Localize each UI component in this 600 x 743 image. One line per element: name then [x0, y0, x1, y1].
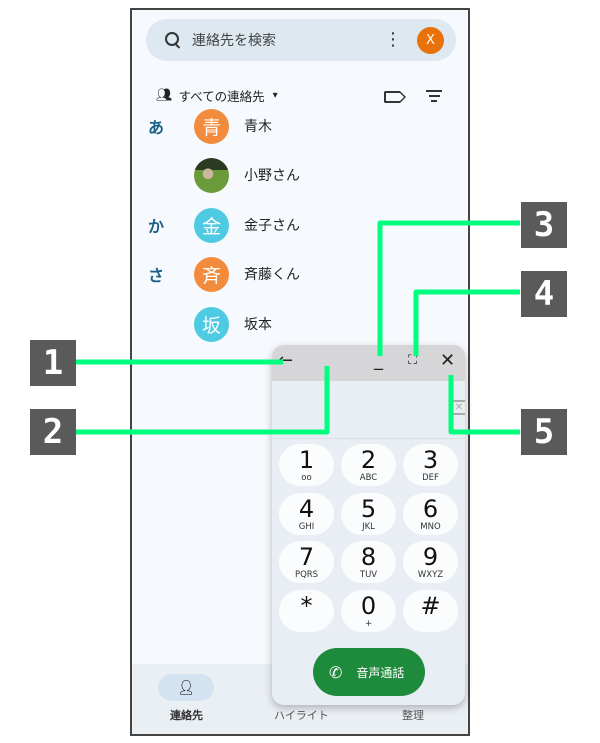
- phone-icon: ✆: [329, 662, 343, 682]
- contact-name: 小野さん: [244, 168, 300, 184]
- callout-line-5: [448, 375, 520, 435]
- nav-contacts-button[interactable]: 👤︎: [158, 674, 214, 701]
- callout-badge-3: 3: [521, 202, 567, 248]
- callout-badge-5: 5: [521, 409, 567, 455]
- key-letters: TUV: [359, 570, 378, 580]
- callout-badge-2: 2: [30, 409, 76, 455]
- contact-list-item[interactable]: 坂坂本: [132, 304, 468, 344]
- dialpad-key-#[interactable]: #: [403, 589, 458, 632]
- nav-organize-label[interactable]: 整理: [402, 709, 424, 722]
- contact-name: 坂本: [244, 317, 272, 333]
- index-letter: あ: [148, 118, 165, 137]
- key-digit: 1: [298, 446, 315, 474]
- search-bar[interactable]: 連絡先を検索 ⋮ X: [146, 19, 456, 61]
- key-digit: *: [300, 591, 313, 620]
- search-icon: [164, 31, 182, 49]
- account-avatar[interactable]: X: [417, 26, 444, 54]
- people-icon: 👥︎: [156, 88, 173, 103]
- minimize-icon[interactable]: _: [374, 350, 383, 371]
- key-digit: #: [420, 591, 441, 620]
- voice-call-label: 音声通話: [356, 665, 405, 680]
- fullscreen-icon[interactable]: ⛶: [408, 353, 418, 368]
- back-arrow-icon[interactable]: ←: [278, 350, 294, 371]
- dialer-title-bar[interactable]: ← _ ⛶ ✕: [272, 345, 465, 381]
- key-digit: 8: [360, 543, 377, 571]
- person-icon: 👤︎: [177, 679, 195, 696]
- key-digit: 7: [298, 543, 315, 571]
- key-letters: ABC: [359, 473, 378, 483]
- search-input[interactable]: 連絡先を検索: [192, 33, 276, 49]
- contact-avatar: 坂: [194, 306, 229, 342]
- index-letter: か: [148, 217, 165, 236]
- key-letters: GHI: [298, 521, 315, 532]
- nav-highlights-label[interactable]: ハイライト: [274, 709, 329, 722]
- filter-label: すべての連絡先: [178, 89, 265, 104]
- contact-list-item[interactable]: 小野さん: [132, 155, 468, 195]
- contact-name: 青木: [244, 119, 272, 135]
- contact-avatar: 斉: [194, 256, 229, 292]
- label-icon[interactable]: [384, 91, 406, 103]
- key-letters: WXYZ: [417, 570, 444, 580]
- key-digit: 4: [298, 494, 315, 523]
- contact-list-item[interactable]: あ 青青木: [132, 106, 468, 146]
- contact-photo: [194, 157, 229, 193]
- key-digit: 3: [422, 446, 439, 474]
- more-options-icon[interactable]: ⋮: [384, 29, 402, 50]
- chevron-down-icon: ▾: [272, 90, 278, 101]
- key-digit: 2: [360, 446, 377, 474]
- contact-avatar: 金: [194, 207, 229, 243]
- filter-sort-icon[interactable]: [426, 90, 442, 105]
- key-digit: 5: [360, 494, 377, 523]
- key-letters: PQRS: [294, 570, 319, 580]
- key-letters: MNO: [420, 521, 441, 532]
- nav-contacts-label[interactable]: 連絡先: [170, 709, 203, 722]
- contact-list-item[interactable]: か 金金子さん: [132, 205, 468, 245]
- voice-call-button[interactable]: ✆ 音声通話: [313, 648, 425, 696]
- callout-line-2: [76, 366, 330, 435]
- callout-line-3: [377, 220, 520, 356]
- key-digit: 0: [360, 591, 377, 620]
- contact-avatar: 青: [194, 108, 229, 144]
- contact-name: 金子さん: [244, 218, 300, 234]
- contacts-filter-dropdown[interactable]: 👥︎ すべての連絡先 ▾: [156, 86, 278, 105]
- key-digit: 9: [422, 543, 439, 571]
- key-letters: DEF: [422, 473, 439, 483]
- callout-badge-1: 1: [30, 340, 76, 386]
- contact-name: 斉藤くん: [244, 267, 300, 283]
- callout-badge-4: 4: [521, 271, 567, 317]
- voicemail-icon: oo: [301, 473, 312, 483]
- close-icon[interactable]: ✕: [440, 350, 456, 371]
- key-digit: 6: [422, 494, 439, 523]
- dialpad-key-0[interactable]: 0+: [341, 589, 396, 632]
- callout-line-4: [413, 289, 520, 356]
- dialpad-key-*[interactable]: *: [279, 589, 334, 632]
- key-letters: +: [364, 618, 373, 629]
- contact-list-item[interactable]: さ 斉斉藤くん: [132, 254, 468, 294]
- index-letter: さ: [148, 266, 165, 285]
- key-letters: JKL: [362, 521, 375, 532]
